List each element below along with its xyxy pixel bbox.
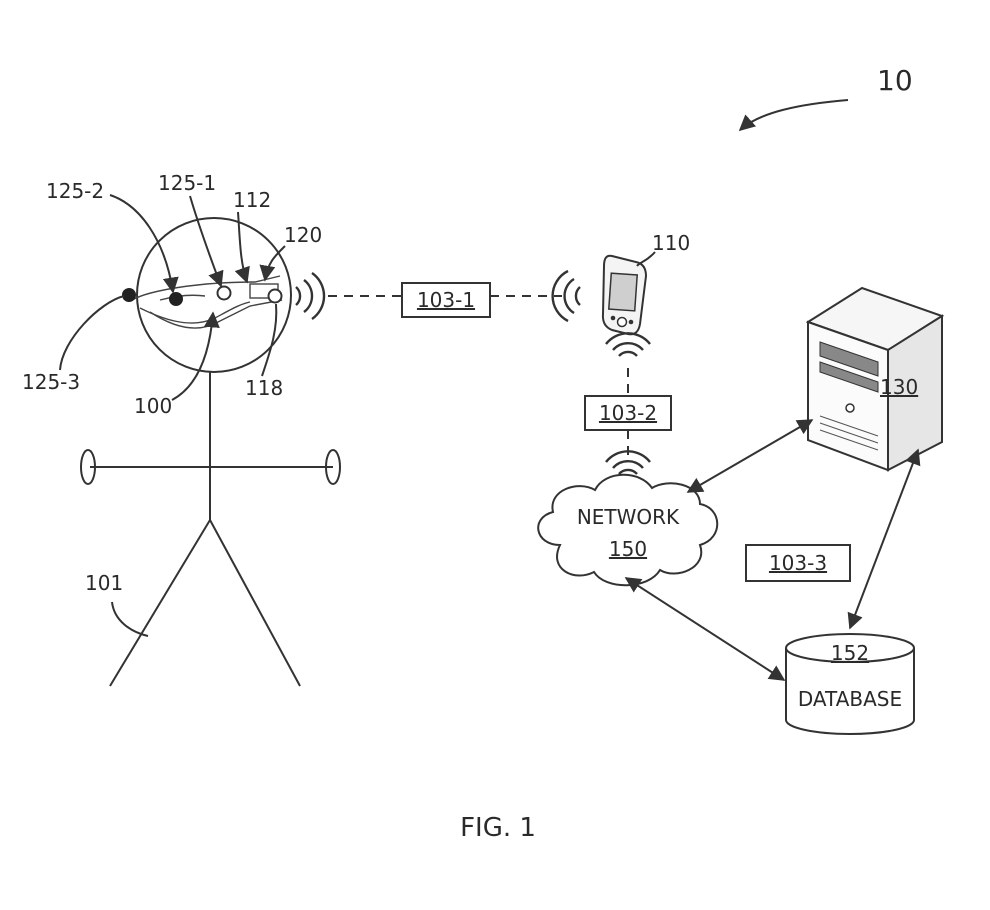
leader-125-2 [109, 194, 179, 294]
leader-120 [259, 245, 286, 282]
phone-device-icon [601, 254, 648, 336]
glasses-top-frame [131, 275, 281, 301]
server-ref: 130 [880, 375, 918, 399]
network-ref: 150 [609, 537, 647, 561]
arrow-network-server [686, 419, 814, 493]
smart-glasses [122, 275, 283, 329]
glasses-lens-outline [139, 301, 251, 324]
label-112: 112 [233, 188, 271, 212]
sensor-125-3-dot [122, 288, 136, 302]
network-name: NETWORK [577, 505, 680, 529]
user-left-hand [80, 449, 96, 485]
server-icon [805, 286, 945, 472]
label-101: 101 [85, 571, 123, 595]
label-103-3: 103-3 [769, 551, 827, 575]
system-ref-label: 10 [877, 64, 913, 97]
database-ref: 152 [831, 641, 869, 665]
user-right-leg [209, 519, 301, 687]
label-125-3: 125-3 [22, 370, 80, 394]
user-head [136, 217, 292, 373]
database-name: DATABASE [798, 687, 902, 711]
arrow-server-database [847, 448, 921, 630]
glasses-signal-icon [295, 272, 326, 320]
label-125-1: 125-1 [158, 171, 216, 195]
label-110: 110 [652, 231, 690, 255]
label-120: 120 [284, 223, 322, 247]
leader-125-1 [189, 195, 224, 288]
figure-caption: FIG. 1 [460, 813, 536, 843]
leader-110 [636, 251, 656, 267]
link-103-1-box [401, 282, 491, 318]
label-103-2: 103-2 [599, 401, 657, 425]
network-cloud [537, 473, 719, 587]
phone-signal-left-icon [551, 269, 581, 323]
glasses-lower-frame [149, 299, 283, 329]
label-103-1: 103-1 [417, 288, 475, 312]
sensor-125-1-dot [216, 285, 232, 301]
label-118: 118 [245, 376, 283, 400]
arrow-network-database [624, 577, 786, 681]
sensor-125-2-dot [169, 292, 183, 306]
user-left-leg [109, 519, 211, 687]
glasses-lens-inner [159, 294, 206, 301]
network-signal-icon [605, 450, 651, 475]
user-right-hand [325, 449, 341, 485]
system-ref-arrow [738, 99, 849, 132]
leader-125-3 [59, 295, 125, 371]
sensor-118-dot [267, 288, 283, 304]
leader-112 [234, 211, 250, 284]
phone-signal-down-icon [605, 332, 651, 357]
link-103-3-box [745, 544, 851, 582]
label-100: 100 [134, 394, 172, 418]
user-figure [80, 217, 341, 687]
label-125-2: 125-2 [46, 179, 104, 203]
leader-118 [261, 303, 278, 377]
database-cylinder [785, 633, 915, 735]
leader-101 [111, 601, 149, 637]
leader-100 [171, 311, 220, 401]
